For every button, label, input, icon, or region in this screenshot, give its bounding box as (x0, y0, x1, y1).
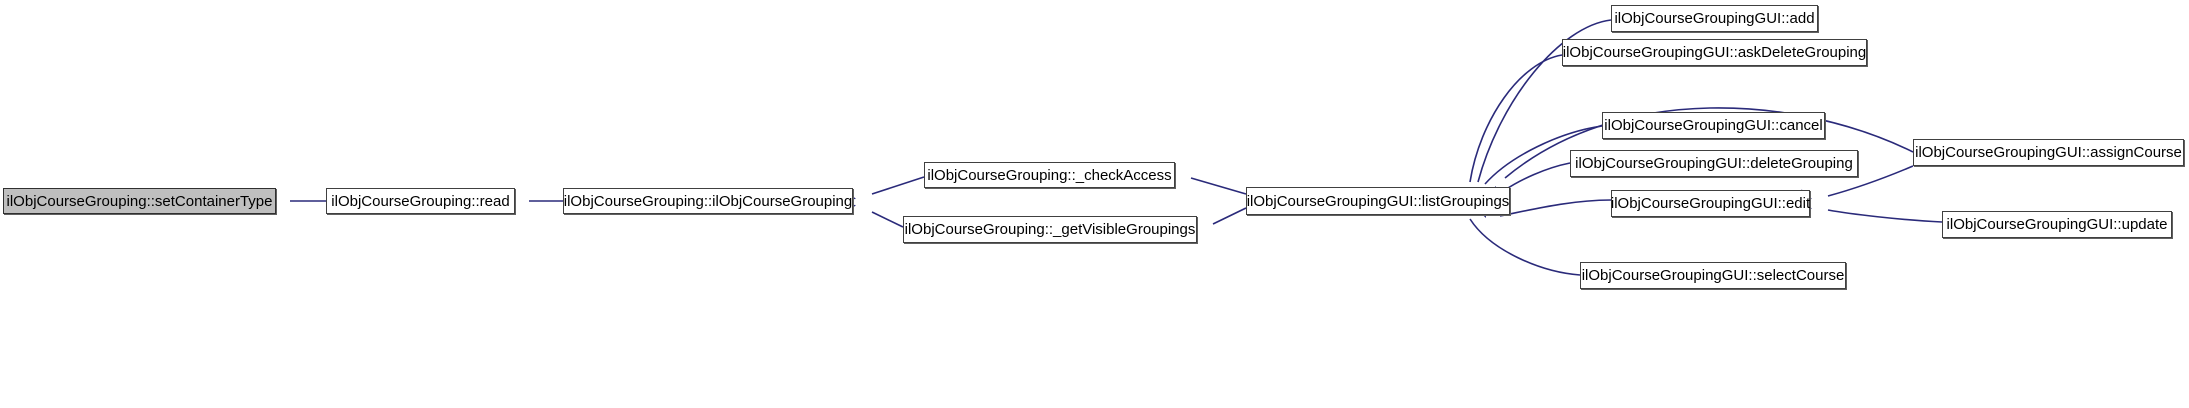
graph-node-ctor[interactable]: ilObjCourseGrouping::ilObjCourseGrouping (563, 188, 853, 214)
graph-node-label: ilObjCourseGrouping::ilObjCourseGrouping (563, 192, 853, 210)
graph-edge-checkAccess-to-ctor (871, 176, 925, 195)
graph-node-assignCourse[interactable]: ilObjCourseGroupingGUI::assignCourse (1913, 139, 2184, 166)
graph-node-label: ilObjCourseGrouping::setContainerType (6, 192, 273, 210)
graph-node-label: ilObjCourseGroupingGUI::deleteGrouping (1575, 155, 1853, 172)
graph-node-askDeleteGrouping[interactable]: ilObjCourseGroupingGUI::askDeleteGroupin… (1562, 39, 1867, 66)
graph-edge-update-to-edit (1827, 209, 1943, 223)
graph-node-label: ilObjCourseGroupingGUI::askDeleteGroupin… (1562, 44, 1867, 61)
graph-node-label: ilObjCourseGroupingGUI::listGroupings (1246, 192, 1510, 210)
graph-edge-askDeleteGrouping-to-listGroup (1469, 54, 1563, 183)
graph-node-selectCourse[interactable]: ilObjCourseGroupingGUI::selectCourse (1580, 262, 1846, 289)
graph-node-update[interactable]: ilObjCourseGroupingGUI::update (1942, 211, 2172, 238)
graph-node-setContainerType[interactable]: ilObjCourseGrouping::setContainerType (3, 188, 276, 214)
graph-node-label: ilObjCourseGrouping::read (331, 192, 510, 210)
graph-edge-listGroupings-to-getVisible (1212, 207, 1247, 225)
graph-node-edit[interactable]: ilObjCourseGroupingGUI::edit (1611, 190, 1810, 217)
graph-node-label: ilObjCourseGrouping::_getVisibleGrouping… (904, 221, 1196, 238)
graph-edge-listGroupings-to-checkAccess (1190, 177, 1247, 195)
graph-node-label: ilObjCourseGrouping::_checkAccess (927, 166, 1172, 184)
graph-node-getVisible[interactable]: ilObjCourseGrouping::_getVisibleGrouping… (903, 216, 1197, 243)
graph-node-add[interactable]: ilObjCourseGroupingGUI::add (1611, 5, 1818, 32)
graph-node-label: ilObjCourseGroupingGUI::update (1946, 216, 2168, 233)
graph-node-listGroupings[interactable]: ilObjCourseGroupingGUI::listGroupings (1246, 187, 1510, 215)
graph-node-label: ilObjCourseGroupingGUI::add (1614, 10, 1815, 27)
graph-node-label: ilObjCourseGroupingGUI::cancel (1604, 117, 1823, 134)
graph-edge-selectCourse-to-listGroupings (1469, 218, 1581, 276)
graph-edge-deleteGrouping-to-listGroupings (1504, 162, 1571, 191)
graph-node-label: ilObjCourseGroupingGUI::assignCourse (1915, 144, 2182, 161)
graph-node-cancel[interactable]: ilObjCourseGroupingGUI::cancel (1602, 112, 1825, 139)
graph-node-deleteGrouping[interactable]: ilObjCourseGroupingGUI::deleteGrouping (1570, 150, 1858, 177)
graph-node-label: ilObjCourseGroupingGUI::selectCourse (1581, 267, 1845, 284)
graph-node-checkAccess[interactable]: ilObjCourseGrouping::_checkAccess (924, 162, 1175, 188)
graph-node-label: ilObjCourseGroupingGUI::edit (1610, 195, 1811, 212)
graph-node-read[interactable]: ilObjCourseGrouping::read (326, 188, 515, 214)
